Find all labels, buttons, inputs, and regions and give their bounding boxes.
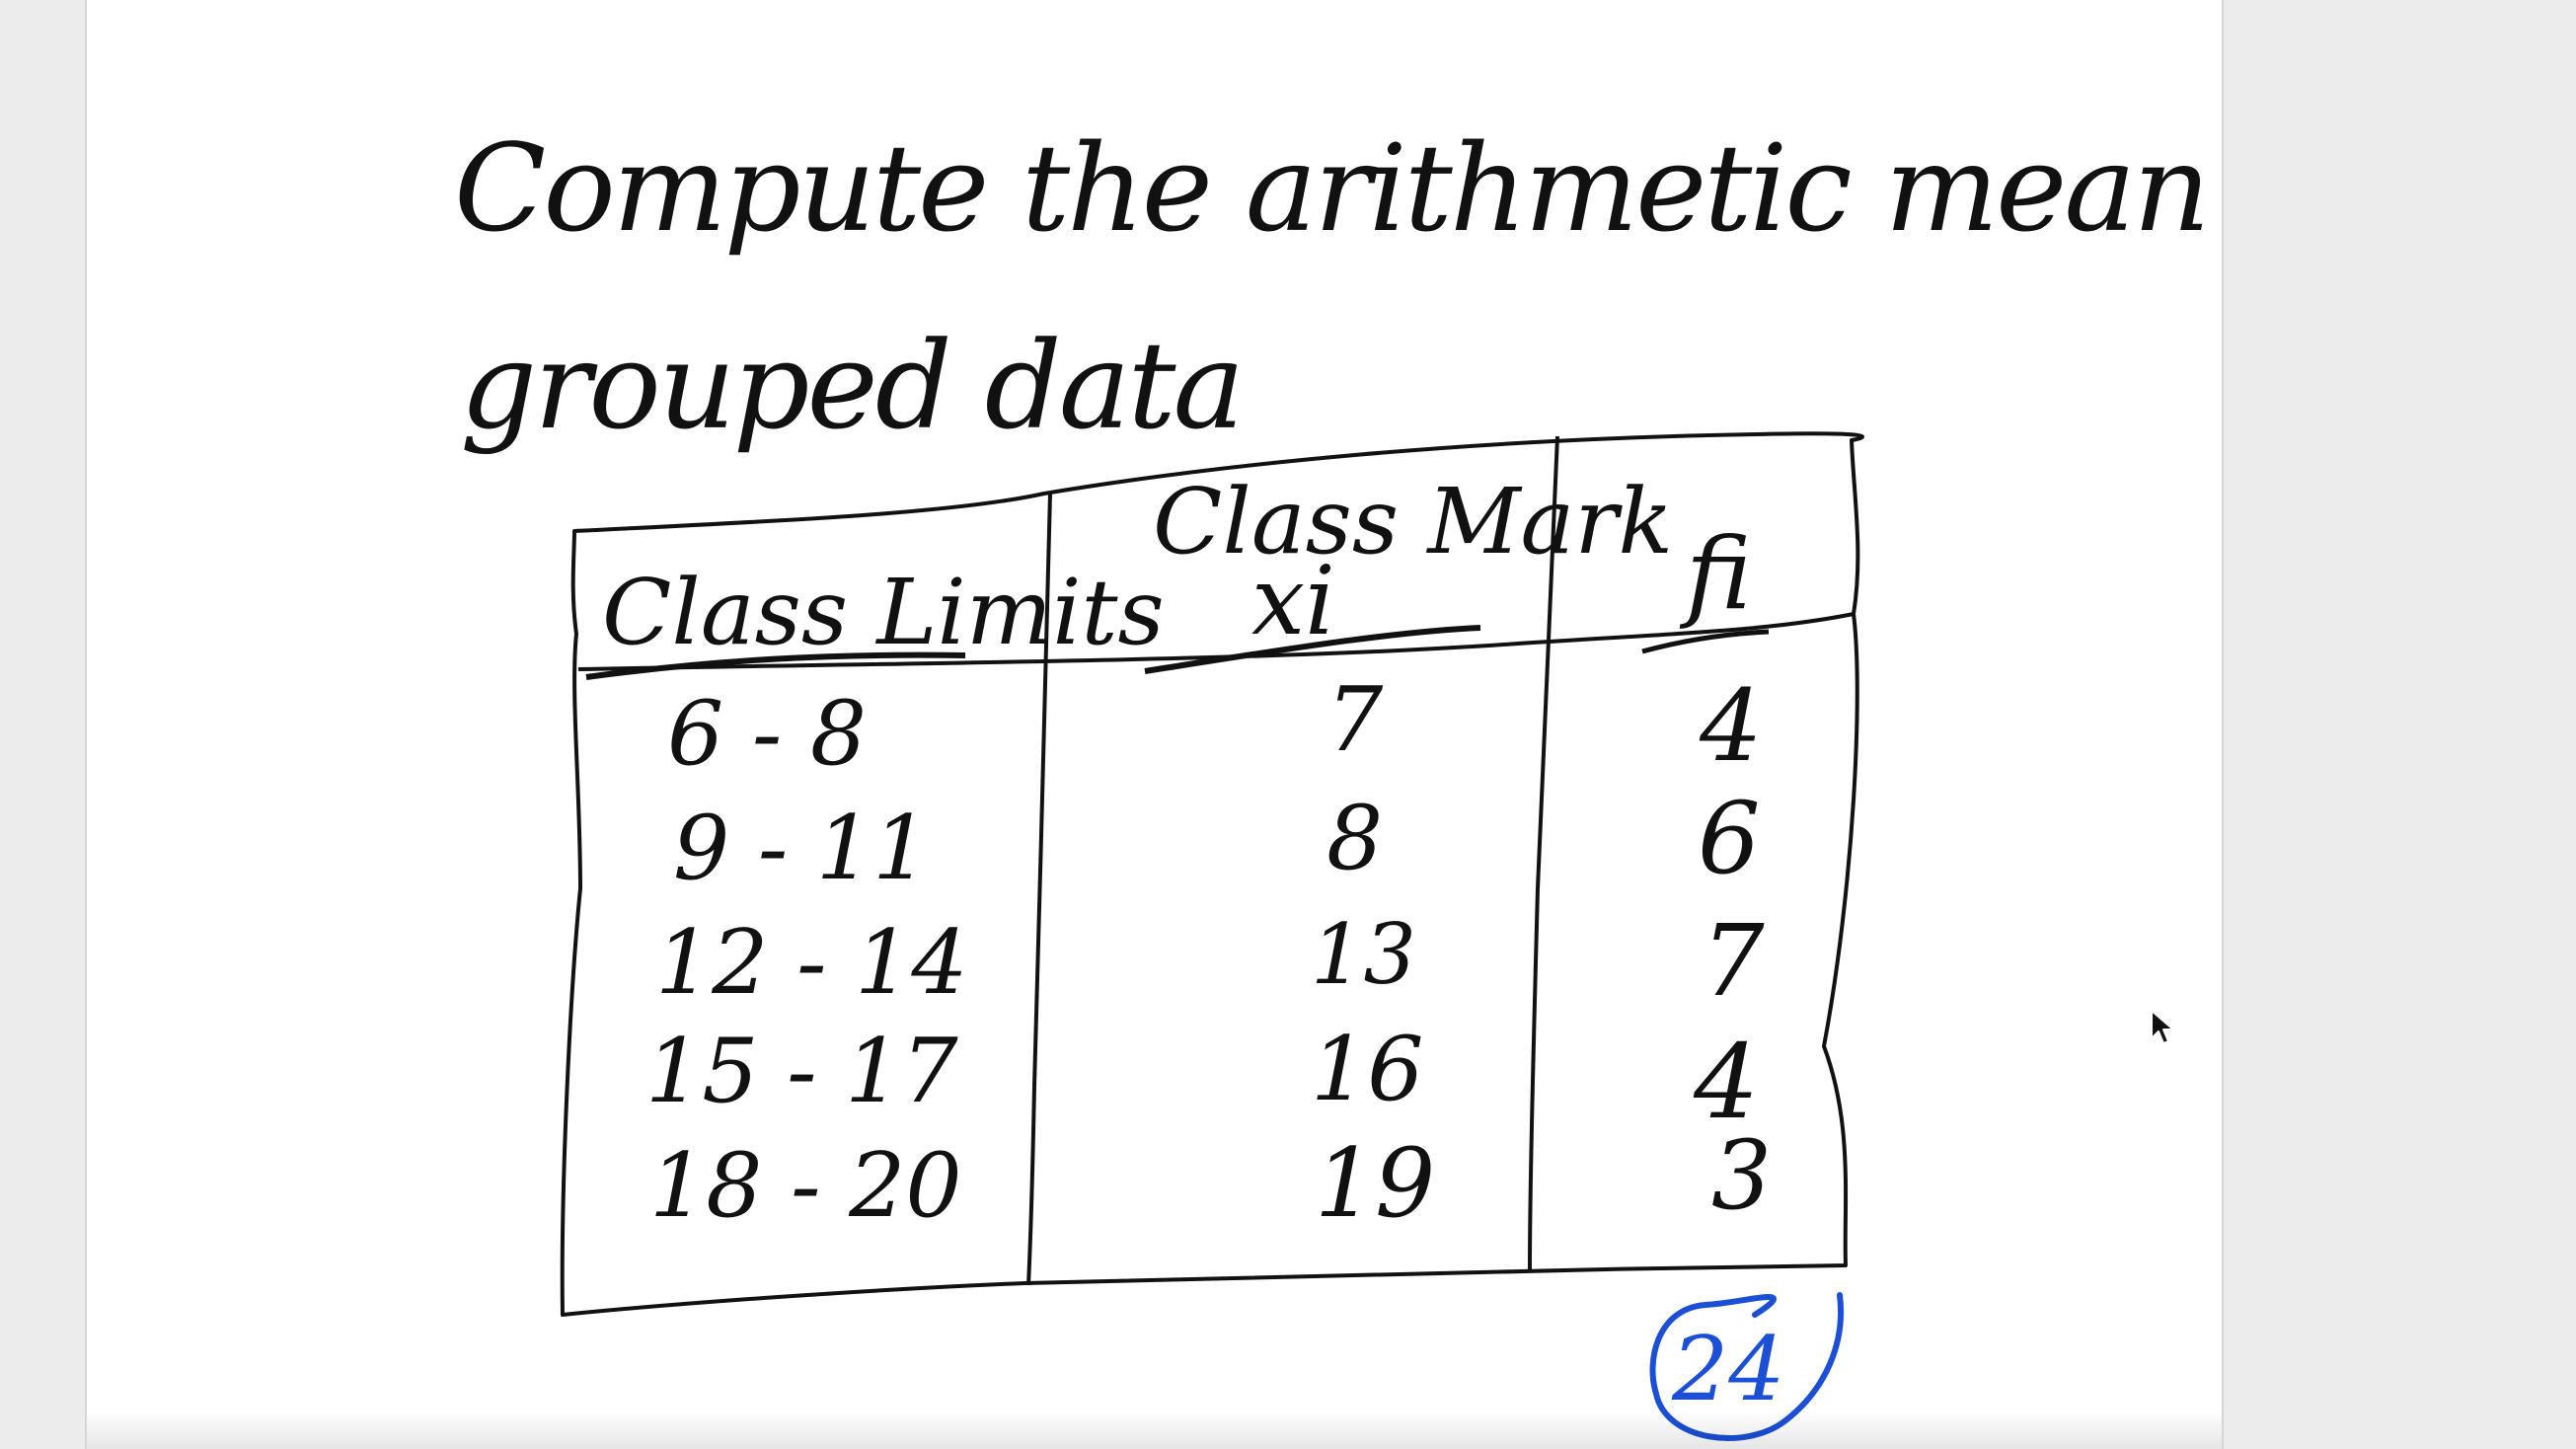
row-4-freq: 4 (1693, 1022, 1759, 1142)
header-class-mark: Class Mark (1153, 469, 1673, 574)
row-4-limits: 15 - 17 (645, 1020, 958, 1123)
question-line-2: grouped data (460, 316, 1245, 456)
header-divider (577, 612, 1855, 671)
header-class-limits: Class Limits (602, 560, 1165, 665)
frequency-underline (1641, 629, 1770, 654)
header-frequency: fi (1679, 516, 1752, 632)
row-5-freq: 3 (1711, 1120, 1772, 1231)
row-1-freq: 4 (1699, 668, 1763, 784)
page-bottom-shadow (87, 1411, 2222, 1449)
notes-page: Compute the arithmetic mean for the foll… (85, 0, 2224, 1449)
question-line-1: Compute the arithmetic mean for the foll… (454, 118, 2222, 259)
row-2-mark: 8 (1326, 787, 1383, 890)
mouse-pointer-icon (2151, 1010, 2174, 1044)
row-2-freq: 6 (1698, 781, 1761, 896)
row-3-freq: 7 (1702, 903, 1765, 1019)
row-5-mark: 19 (1315, 1128, 1435, 1239)
row-3-limits: 12 - 14 (655, 911, 968, 1015)
total-circle (1649, 1292, 1844, 1441)
frequency-total: 24 (1671, 1318, 1785, 1421)
column-divider-1 (1026, 493, 1052, 1286)
row-4-mark: 16 (1311, 1018, 1424, 1121)
header-class-mark-symbol: xi (1251, 546, 1335, 656)
class-limits-underline (585, 651, 966, 680)
row-5-limits: 18 - 20 (649, 1134, 962, 1238)
row-3-mark: 13 (1311, 906, 1416, 1003)
row-1-limits: 6 - 8 (667, 682, 867, 786)
row-2-limits: 9 - 11 (673, 797, 929, 900)
handwritten-table: Class Limits Class Mark xi fi 6 - 8 9 - … (560, 431, 1864, 1441)
row-1-mark: 7 (1326, 668, 1384, 772)
column-divider-2 (1528, 435, 1559, 1272)
class-mark-underline (1144, 625, 1481, 674)
table-outline (560, 431, 1864, 1317)
